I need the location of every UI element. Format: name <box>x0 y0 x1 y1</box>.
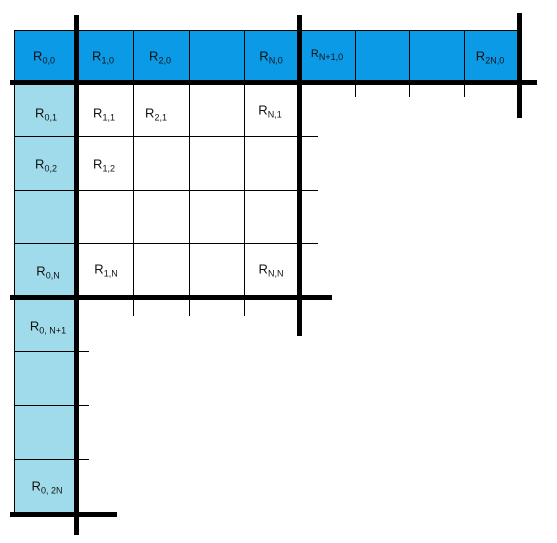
cell-label-rN10: RN+1,0 <box>310 48 344 62</box>
thick-line-v-col2N <box>517 13 522 118</box>
thick-line-v-colN <box>297 15 302 336</box>
grid-line-h <box>14 136 318 137</box>
cell-label-r20: R2,0 <box>149 48 171 66</box>
grid-line-h <box>14 405 89 406</box>
cell-label-r02: R0,2 <box>35 156 57 174</box>
cell-label-r21: R2,1 <box>145 105 167 123</box>
thick-line-v-col0 <box>74 15 79 535</box>
cell-label-r1N: R1,N <box>94 261 118 279</box>
row-zero-band <box>14 30 519 82</box>
thick-line-h-row2N <box>10 512 117 517</box>
cell-label-rN0: RN,0 <box>259 48 283 66</box>
grid-line-h <box>14 243 318 244</box>
cell-label-r01: R0,1 <box>35 105 57 123</box>
grid-line-v <box>355 30 356 97</box>
thick-line-h-rowN <box>10 295 332 300</box>
grid-line-h <box>14 30 519 31</box>
grid-line-v <box>189 30 190 316</box>
cell-label-r10: R1,0 <box>92 48 114 66</box>
cell-label-r12: R1,2 <box>93 156 115 174</box>
grid-line-v <box>409 30 410 97</box>
cell-label-rNN: RN,N <box>258 261 284 279</box>
grid-line-h <box>14 190 318 191</box>
thick-line-h-row0 <box>10 80 537 85</box>
cell-label-r11: R1,1 <box>93 105 115 123</box>
grid-line-v <box>14 30 15 514</box>
cell-label-r2N0: R2N,0 <box>475 48 505 66</box>
cell-label-r0N1: R0, N+1 <box>29 318 67 336</box>
cell-label-r02N: R0, 2N <box>31 478 63 496</box>
cell-label-r0N: R0,N <box>36 263 60 281</box>
grid-line-v <box>464 30 465 97</box>
cell-label-rN1: RN,1 <box>258 102 282 120</box>
grid-line-v <box>133 30 134 316</box>
grid-line-h <box>14 351 89 352</box>
cell-label-r00: R0,0 <box>33 48 55 66</box>
grid-line-h <box>14 459 89 460</box>
grid-line-v <box>244 30 245 316</box>
